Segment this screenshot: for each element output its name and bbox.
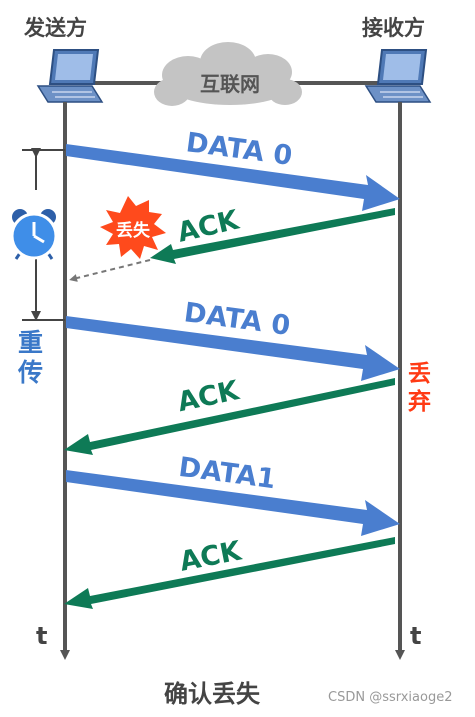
- receiver-time-axis-label: t: [410, 622, 422, 650]
- lost-burst-icon: [100, 196, 166, 259]
- discard-label: 丢 弃: [408, 361, 431, 415]
- receiver-laptop-icon: [364, 49, 432, 103]
- network-label: 互联网: [200, 72, 260, 96]
- retransmit-label: 重 传: [18, 328, 44, 387]
- message-ack-lost: [150, 208, 395, 264]
- message-data-0-retransmit: [66, 316, 400, 381]
- message-label-ack-1: ACK: [175, 375, 243, 418]
- watermark: CSDN @ssrxiaoge2: [328, 690, 453, 705]
- message-ack-1: [64, 378, 395, 455]
- sender-laptop-icon: [36, 49, 104, 103]
- sender-time-axis-label: t: [36, 622, 48, 650]
- sender-label: 发送方: [24, 16, 87, 40]
- alarm-clock-icon: [10, 209, 58, 260]
- internet-cloud: [154, 42, 302, 106]
- diagram-caption: 确认丢失: [164, 680, 260, 708]
- message-data-1: [66, 470, 400, 536]
- message-ack-2: [64, 537, 395, 609]
- lost-ack-dashed-arrow: [69, 259, 151, 282]
- lost-label: 丢失: [116, 220, 151, 241]
- message-data-0: [66, 144, 400, 211]
- receiver-label: 接收方: [362, 16, 425, 40]
- timeout-bracket: [22, 148, 65, 321]
